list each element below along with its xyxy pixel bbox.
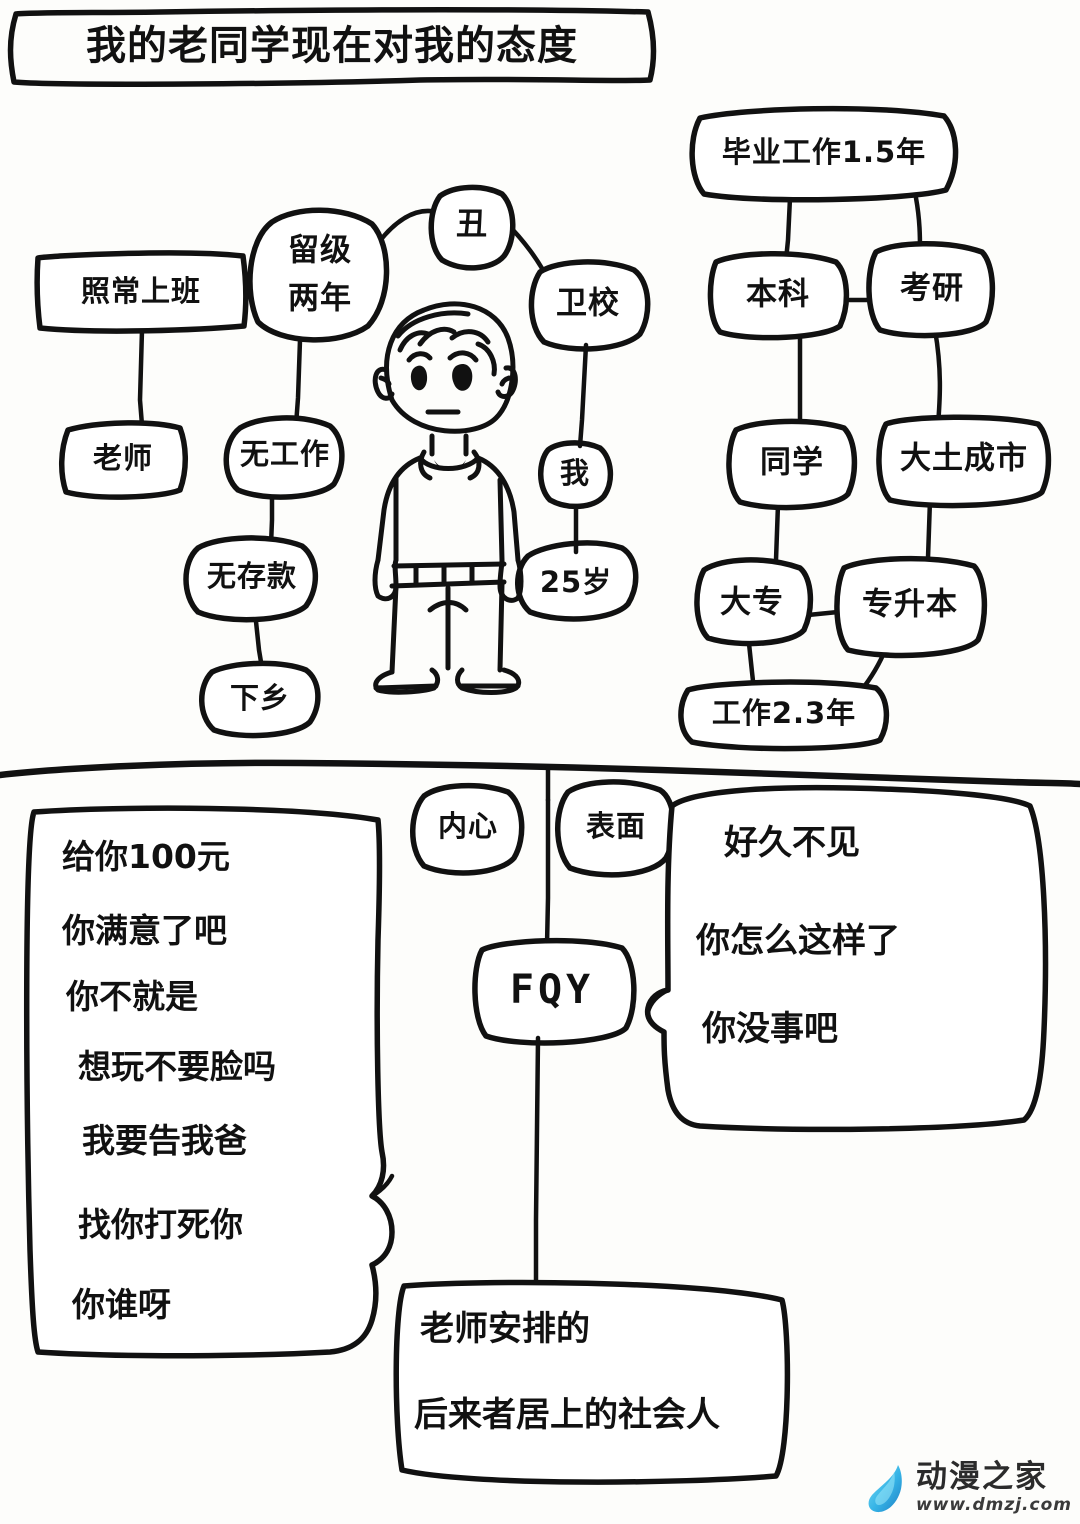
inner-line-3: 你不就是: [65, 977, 198, 1016]
node-label: 照常上班: [81, 274, 201, 308]
node-laoshi[interactable]: 老师: [58, 420, 189, 500]
dmzj-drop-logo: [868, 1465, 902, 1513]
node-label: 本科: [746, 277, 810, 313]
center-spine-connector: [544, 797, 551, 948]
node-label: 专升本: [862, 587, 958, 623]
title-box: 我的老同学现在对我的态度: [7, 6, 657, 87]
node-wugongzuo[interactable]: 无工作: [223, 415, 345, 500]
bottom-speech-bubble[interactable]: 老师安排的 后来者居上的社会人: [393, 1279, 791, 1485]
node-kaoyan[interactable]: 考研: [866, 241, 996, 339]
node-zhuanshengben[interactable]: 专升本: [834, 555, 988, 659]
node-label: 无存款: [207, 559, 297, 593]
watermark-url: www.dmzj.com: [915, 1495, 1072, 1515]
node-label: 毕业工作1.5年: [722, 135, 926, 169]
node-dachengshi[interactable]: 大土成市: [876, 414, 1052, 509]
site-watermark: 动漫之家 www.dmzj.com: [864, 1462, 1072, 1514]
watermark-text: 动漫之家 www.dmzj.com: [916, 1462, 1072, 1514]
bottom-line-1: 老师安排的: [420, 1309, 590, 1349]
node-tongxue[interactable]: 同学: [726, 418, 858, 511]
node-label: 表面: [586, 809, 646, 843]
center-branch-connectors: [573, 342, 589, 555]
node-label: 无工作: [240, 437, 330, 471]
surface-line-2: 你怎么这样了: [695, 921, 900, 961]
node-label: 我: [560, 456, 590, 490]
node-label: 大土成市: [900, 441, 1028, 477]
node-25sui[interactable]: 25岁: [515, 540, 639, 622]
node-benke[interactable]: 本科: [707, 251, 850, 341]
section-divider: [0, 759, 1080, 803]
node-label-line2: 两年: [288, 281, 352, 317]
watermark-site-name: 动漫之家: [915, 1459, 1048, 1495]
box-fqy[interactable]: FQY: [472, 937, 637, 1046]
fqy-label: FQY: [510, 967, 594, 1013]
inner-thought-bubble[interactable]: 给你100元 你满意了吧 你不就是 想玩不要脸吗 我要告我爸 找你打死你 你谁呀: [23, 805, 395, 1359]
inner-line-5: 我要告我爸: [82, 1121, 247, 1160]
page-title: 我的老同学现在对我的态度: [86, 23, 578, 69]
node-label: 卫校: [556, 286, 620, 322]
node-label: 内心: [438, 809, 498, 843]
node-gongzuo-2-3nian[interactable]: 工作2.3年: [678, 679, 890, 752]
cartoon-boy-figure: [372, 301, 524, 695]
inner-line-2: 你满意了吧: [61, 911, 227, 950]
surface-speech-bubble[interactable]: 好久不见 你怎么这样了 你没事吧: [644, 784, 1049, 1133]
inner-line-4: 想玩不要脸吗: [78, 1047, 276, 1086]
node-label: 同学: [760, 445, 824, 481]
surface-line-3: 你没事吧: [701, 1009, 838, 1049]
node-label: 老师: [93, 441, 153, 475]
node-label: 考研: [900, 271, 964, 307]
node-dazhuan[interactable]: 大专: [694, 557, 814, 647]
inner-line-1: 给你100元: [62, 837, 230, 876]
node-zhaochang-shangban[interactable]: 照常上班: [34, 250, 249, 334]
fqy-to-bottom-connector: [533, 1035, 541, 1283]
node-label: 25岁: [540, 565, 612, 599]
inner-line-7: 你谁呀: [71, 1285, 171, 1324]
surface-line-1: 好久不见: [723, 823, 860, 863]
node-label: 大专: [720, 585, 784, 621]
node-chou[interactable]: 丑: [428, 184, 516, 271]
node-label: 丑: [456, 207, 488, 243]
bottom-line-2: 后来者居上的社会人: [414, 1395, 720, 1435]
node-label-line1: 留级: [288, 233, 352, 269]
node-wucunkuan[interactable]: 无存款: [183, 535, 319, 623]
node-biaomian[interactable]: 表面: [555, 779, 677, 878]
node-wo[interactable]: 我: [538, 440, 614, 510]
node-xiaxiang[interactable]: 下乡: [199, 660, 321, 739]
node-weixiao[interactable]: 卫校: [528, 259, 651, 352]
node-biye-gongzuo[interactable]: 毕业工作1.5年: [689, 105, 959, 203]
node-label: 下乡: [230, 681, 290, 715]
node-label: 工作2.3年: [712, 696, 856, 730]
inner-line-6: 找你打死你: [78, 1205, 243, 1244]
node-neixin[interactable]: 内心: [410, 782, 525, 876]
